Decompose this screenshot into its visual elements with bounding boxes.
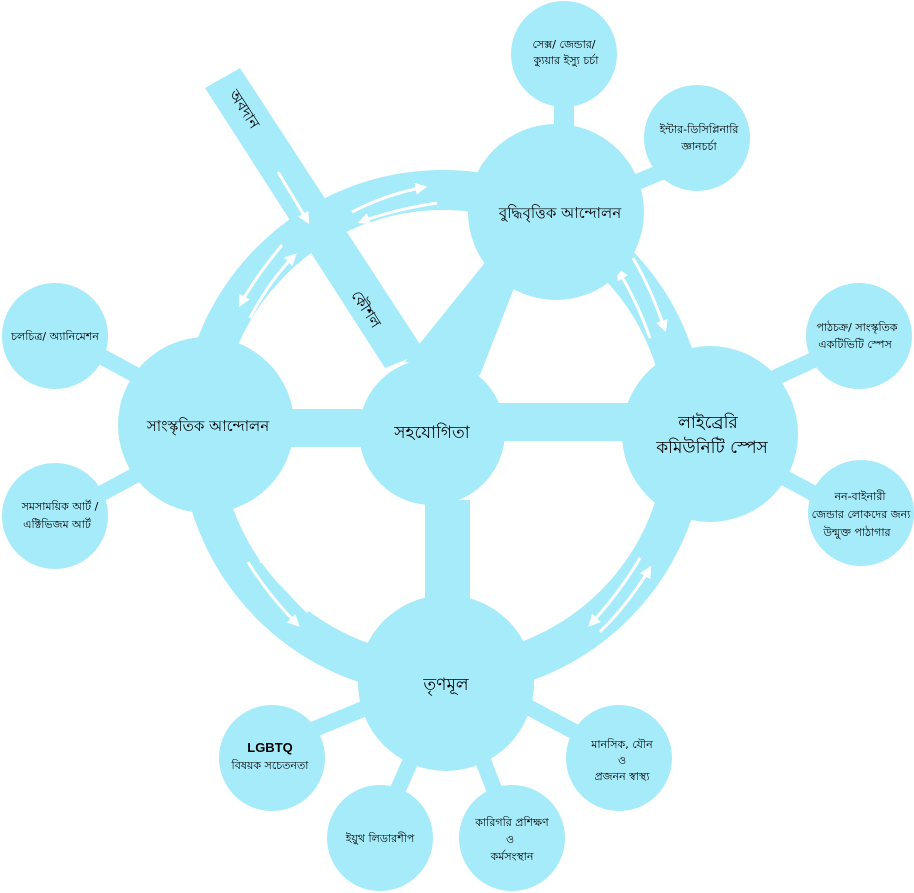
satellite-interdisciplinary[interactable] [644,85,750,191]
hub-cultural-label: সাংস্কৃতিক আন্দোলন [146,417,270,436]
hub-intellectual-label: বুদ্ধিবৃত্তিক আন্দোলন [498,204,622,223]
satellite-reading[interactable] [806,283,912,389]
satellite-gender[interactable] [511,1,617,107]
arrow-upper-right-2 [616,267,652,339]
satellite-art-line2: এক্টিভিজম আর্ট [23,518,92,531]
arrow-upper-right-1 [631,257,668,333]
hub-library[interactable] [622,346,798,522]
hub-grassroots-label: তৃণমূল [422,675,468,695]
center-label: সহযোগিতা [393,422,470,443]
hub-library-label-line2: কমিউনিটি স্পেস [655,437,768,458]
arrow-lower-left-2 [258,549,310,614]
satellite-health-line1: মানসিক, যৌন [590,738,653,751]
hub-library-label-line1: লাইব্রেরি [677,412,738,433]
satellite-nonbinary-line1: নন-বাইনারী [833,490,886,503]
satellite-nonbinary[interactable] [808,460,914,566]
satellite-youth-label: ইয়ুথ লিডারশীপ [345,832,415,845]
satellite-reading-line2: একটিভিটি স্পেস [818,338,892,351]
satellite-gender-line2: ক্যুয়ার ইস্যু চর্চা [533,54,600,67]
arrow-lower-left-1 [246,561,300,627]
satellite-vocational[interactable] [459,785,565,891]
spoke-center-intellectual [405,250,525,375]
satellite-interdisciplinary-line2: জ্ঞানচর্চা [680,140,717,153]
contribution-strategy-bar [205,68,425,368]
satellite-interdisciplinary-line1: ইন্টার-ডিসিপ্লিনারি [659,123,740,136]
arrow-top-2 [351,182,428,214]
center-node[interactable] [359,359,505,505]
satellite-vocational-line3: কর্মসংস্থান [490,850,534,863]
arrow-lower-right-1 [588,557,642,627]
satellite-film[interactable] [2,283,108,389]
arrow-layer [238,171,668,634]
arrow-lower-right-2 [598,565,652,634]
satellite-art[interactable] [2,463,108,569]
satellite-youth[interactable] [327,785,433,891]
hub-intellectual[interactable] [468,124,644,300]
arrow-top-1 [357,201,438,225]
arrow-upper-left-1 [238,244,284,308]
satellite-vocational-line1: কারিগরি প্রশিক্ষণ [474,816,549,829]
satellite-health-line2: ও [618,754,626,767]
arrow-bar [276,171,310,225]
satellite-lgbtq-line1: LGBTQ [247,740,293,755]
hub-grassroots[interactable] [358,595,534,771]
satellite-vocational-line2: ও [506,833,514,846]
satellite-nonbinary-line3: উন্মুক্ত পাঠাগার [822,526,891,539]
satellite-nonbinary-line2: জেন্ডার লোকদের জন্য [812,508,912,521]
hub-layer [118,124,798,771]
spoke-center-grassroots [425,500,470,620]
satellite-film-label: চলচিত্র/ অ্যানিমেশন [10,330,99,343]
satellite-health-line3: প্রজনন স্বাস্থ্য [594,770,650,783]
hub-cultural[interactable] [118,337,294,513]
label-layer: সহযোগিতা বুদ্ধিবৃত্তিক আন্দোলন লাইব্রেরি… [10,38,911,863]
satellite-gender-line1: সেক্স/ জেন্ডার/ [532,38,595,51]
satellite-lgbtq[interactable] [219,705,325,811]
satellite-health[interactable] [566,705,672,811]
satellite-lgbtq-line2: বিষয়ক সচেতনতা [231,759,310,772]
arrow-upper-left-2 [248,253,297,319]
satellite-reading-line1: পাঠচক্র/ সাংস্কৃতিক [816,321,897,334]
satellite-art-line1: সমসাময়িক আর্ট / [21,500,99,513]
